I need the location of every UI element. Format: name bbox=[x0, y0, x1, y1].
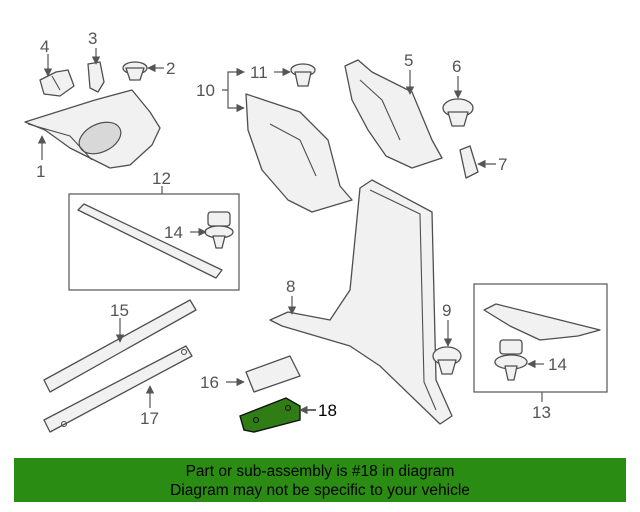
part-4-bracket[interactable] bbox=[39, 69, 75, 97]
callout-5: 5 bbox=[404, 51, 413, 70]
leader-lines bbox=[37, 48, 544, 415]
callout-8: 8 bbox=[286, 277, 295, 296]
callout-9: 9 bbox=[442, 301, 451, 320]
callout-14-a: 14 bbox=[164, 223, 183, 242]
callout-14-b: 14 bbox=[548, 355, 567, 374]
part-13-box bbox=[473, 283, 608, 393]
callout-6: 6 bbox=[452, 57, 461, 76]
part-18-highlighted-pad[interactable] bbox=[239, 397, 301, 433]
banner-line-2: Diagram may not be specific to your vehi… bbox=[170, 482, 470, 499]
part-2-clip[interactable] bbox=[122, 61, 148, 81]
part-13-trim-strip[interactable] bbox=[483, 303, 601, 341]
part-17-strip[interactable] bbox=[43, 345, 193, 433]
part-5-pillar-trim[interactable] bbox=[344, 59, 443, 169]
banner-line-1: Part or sub-assembly is #18 in diagram bbox=[185, 463, 455, 480]
part-14-clip-b[interactable] bbox=[494, 339, 528, 381]
part-6-clip[interactable] bbox=[442, 98, 474, 127]
info-banner: Part or sub-assembly is #18 in diagram D… bbox=[14, 458, 626, 502]
callout-13: 13 bbox=[532, 403, 551, 422]
part-9-clip[interactable] bbox=[432, 346, 462, 375]
callout-4: 4 bbox=[40, 37, 49, 56]
part-1-trim-cover[interactable] bbox=[24, 89, 161, 169]
part-10-trim-panel[interactable] bbox=[245, 93, 353, 213]
callout-12: 12 bbox=[152, 169, 171, 188]
part-7-plug[interactable] bbox=[459, 145, 479, 179]
callout-15: 15 bbox=[110, 301, 129, 320]
callout-3: 3 bbox=[88, 29, 97, 48]
part-15-strip[interactable] bbox=[43, 299, 197, 393]
callout-11: 11 bbox=[250, 63, 268, 82]
part-11-clip[interactable] bbox=[290, 63, 316, 87]
part-12-sill-strip[interactable] bbox=[77, 203, 223, 279]
part-3-bracket[interactable] bbox=[87, 61, 105, 93]
callout-1: 1 bbox=[36, 162, 45, 181]
callout-7: 7 bbox=[498, 155, 507, 174]
callout-17: 17 bbox=[140, 409, 159, 428]
part-16-pad[interactable] bbox=[245, 355, 301, 393]
part-12-box bbox=[68, 193, 240, 291]
part-14-clip-a[interactable] bbox=[204, 211, 234, 249]
callout-2: 2 bbox=[166, 59, 175, 78]
callout-10: 10 bbox=[196, 81, 215, 100]
parts-diagram: 1 2 3 4 5 6 7 8 9 10 11 12 13 14 14 15 1… bbox=[24, 29, 608, 433]
part-8-b-pillar[interactable] bbox=[269, 179, 453, 425]
callout-16: 16 bbox=[200, 373, 219, 392]
callout-18: 18 bbox=[318, 401, 337, 420]
